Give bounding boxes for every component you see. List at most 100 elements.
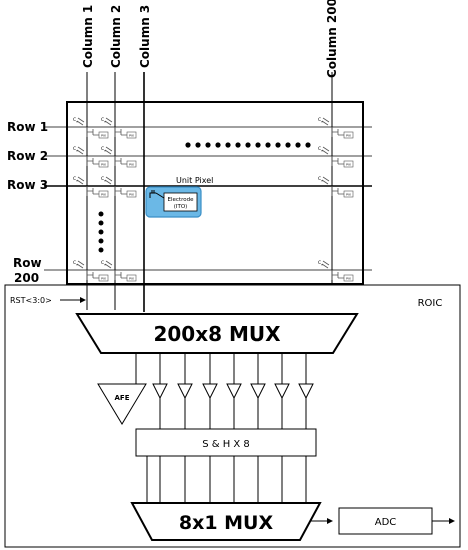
pixel-switch-wire [114, 127, 127, 137]
capacitor-label: C [101, 146, 104, 152]
mux-to-adc-arrowhead [327, 518, 333, 524]
column-3-label: Column 3 [138, 5, 152, 68]
ellipsis-dot [265, 142, 271, 148]
capacitor-subscript: n [76, 179, 78, 183]
buffer-triangle [274, 383, 290, 400]
row-1-label: Row 1 [7, 120, 48, 134]
unit-pixel-label: Unit Pixel [176, 176, 213, 185]
capacitor-symbol [76, 117, 85, 126]
pixel-box [126, 274, 137, 282]
pixel-switch-wire [86, 186, 99, 196]
pixel-box-label: PIX [129, 134, 134, 138]
capacitor-label: C [318, 176, 321, 182]
capacitor-subscript: n [321, 149, 323, 153]
pixel-box-label: PIX [129, 163, 134, 167]
capacitor-symbol [76, 146, 85, 155]
buffer-triangle [152, 383, 168, 400]
capacitor-symbol [104, 176, 113, 185]
ellipsis-dot [195, 142, 201, 148]
capacitor-label: C [101, 176, 104, 182]
capacitor-subscript: n [104, 120, 106, 124]
pixel-box-label: PIX [101, 277, 106, 281]
vertical-ellipsis-dots [98, 211, 104, 253]
adc-label: ADC [375, 517, 397, 528]
ellipsis-dot [225, 142, 231, 148]
mux-200x8-label: 200x8 MUX [153, 322, 281, 346]
ellipsis-dot [98, 247, 104, 253]
capacitor-subscript: n [76, 263, 78, 267]
roic-box [4, 284, 461, 548]
rst-arrowhead [80, 297, 86, 303]
capacitor-label: C [73, 146, 76, 152]
pixel-box-label: PIX [101, 163, 106, 167]
ellipsis-dot [295, 142, 301, 148]
ellipsis-dot [185, 142, 191, 148]
pixel-box-label: PIX [346, 163, 351, 167]
mux-8x1-label: 8x1 MUX [179, 512, 274, 534]
capacitor-subscript: n [104, 263, 106, 267]
capacitor-subscript: n [321, 263, 323, 267]
capacitor-label: C [73, 260, 76, 266]
pixel-box [98, 190, 109, 198]
buffer-triangle [298, 383, 314, 400]
capacitor-label: C [318, 117, 321, 123]
pixel-box-label: PIX [346, 134, 351, 138]
capacitor-symbol [104, 117, 113, 126]
ellipsis-dot [305, 142, 311, 148]
pixel-switch-wire [114, 186, 127, 196]
pixel-box [343, 131, 354, 139]
mux-200x8 [75, 313, 359, 354]
pixel-switch-wire [114, 270, 127, 280]
channel-buffers [135, 353, 314, 503]
ellipsis-dot [98, 211, 104, 217]
pixel-array-box [66, 101, 364, 285]
ellipsis-dot [205, 142, 211, 148]
row-3-label: Row 3 [7, 178, 48, 192]
unit-pixel-switch-wire [149, 190, 165, 199]
capacitor-symbol [76, 176, 85, 185]
capacitor-label: C [101, 117, 104, 123]
pixel-box [343, 160, 354, 168]
capacitor-subscript: n [104, 179, 106, 183]
ellipsis-dot [275, 142, 281, 148]
capacitor-subscript: n [321, 179, 323, 183]
pixel-box [343, 274, 354, 282]
column-2-label: Column 2 [109, 5, 123, 68]
sample-hold-box [135, 428, 317, 457]
capacitor-symbol [104, 146, 113, 155]
horizontal-ellipsis-dots [185, 142, 311, 148]
pixel-switch-wire [86, 156, 99, 166]
capacitor-label: C [318, 260, 321, 266]
capacitor-symbol [76, 260, 85, 269]
pixel-box-label: PIX [129, 277, 134, 281]
pixel-switch-wire [331, 127, 344, 137]
column-1-label: Column 1 [81, 5, 95, 68]
row-200-label-line1: Row [13, 256, 42, 270]
capacitor-symbol [321, 146, 330, 155]
electrode-label-line2: (ITO) [174, 204, 188, 210]
buffer-triangle [177, 383, 193, 400]
pixel-box-label: PIX [346, 193, 351, 197]
pixel-box-label: PIX [101, 193, 106, 197]
pixel-box [126, 131, 137, 139]
rst-label: RST<3:0> [10, 296, 52, 305]
capacitor-label: C [318, 146, 321, 152]
mux-8x1 [130, 502, 322, 541]
pixel-switch-wire [331, 186, 344, 196]
pixel-switch-wire [86, 127, 99, 137]
afe-label: AFE [115, 394, 130, 402]
capacitor-symbol [321, 176, 330, 185]
afe-triangle [97, 383, 147, 425]
ellipsis-dot [98, 220, 104, 226]
